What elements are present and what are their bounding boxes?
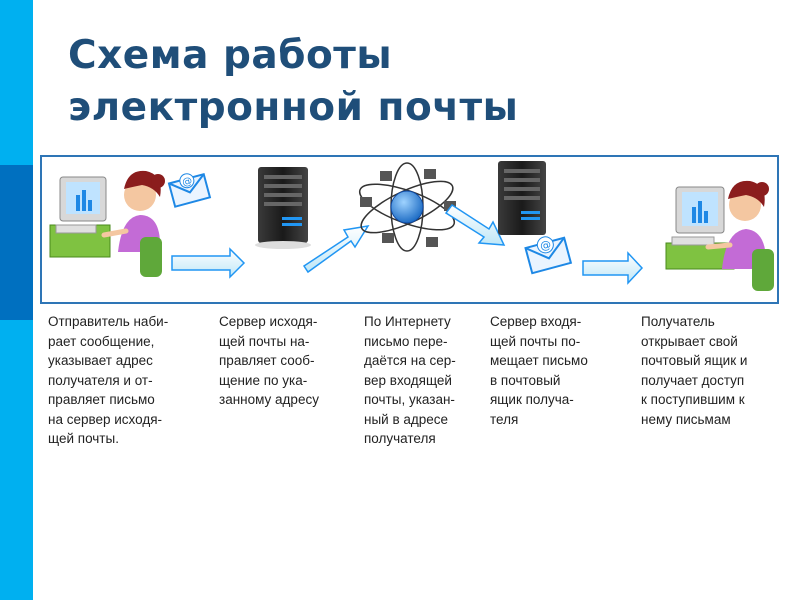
sidebar-band-bottom: [0, 320, 33, 600]
arrow-internet-to-server: [444, 203, 506, 246]
title-line-1: Схема работы: [68, 33, 393, 78]
step-caption-sender: Отправитель наби- рает сообщение, указыв…: [48, 314, 169, 446]
step-caption-incoming-server: Сервер входя- щей почты по- мещает письм…: [490, 314, 588, 427]
email-envelope-icon: @: [167, 172, 212, 208]
accent-sidebar: [0, 0, 33, 600]
svg-text:@: @: [181, 176, 194, 189]
page-title: Схема работы электронной почты: [68, 30, 518, 134]
step-caption-outgoing-server: Сервер исходя- щей почты на- правляет со…: [219, 314, 319, 407]
internet-network-icon: [358, 162, 456, 252]
title-line-2: электронной почты: [68, 85, 519, 130]
sender-person-icon: [49, 170, 165, 277]
sidebar-band-top: [0, 0, 33, 165]
step-caption-recipient: Получатель открывает свой почтовый ящик …: [641, 314, 748, 427]
arrow-server-to-recipient: [582, 251, 644, 285]
arrow-sender-to-server: [171, 247, 246, 279]
outgoing-server-icon: [255, 167, 311, 249]
step-caption-internet: По Интернету письмо пере- даётся на сер-…: [364, 314, 456, 446]
sidebar-band-middle: [0, 165, 33, 320]
email-envelope-icon: @: [524, 236, 573, 275]
diagram-frame: @: [40, 155, 779, 304]
recipient-person-icon: [665, 180, 774, 291]
incoming-server-icon: [498, 161, 546, 235]
svg-text:@: @: [538, 238, 552, 253]
arrow-server-to-internet: [302, 224, 370, 274]
